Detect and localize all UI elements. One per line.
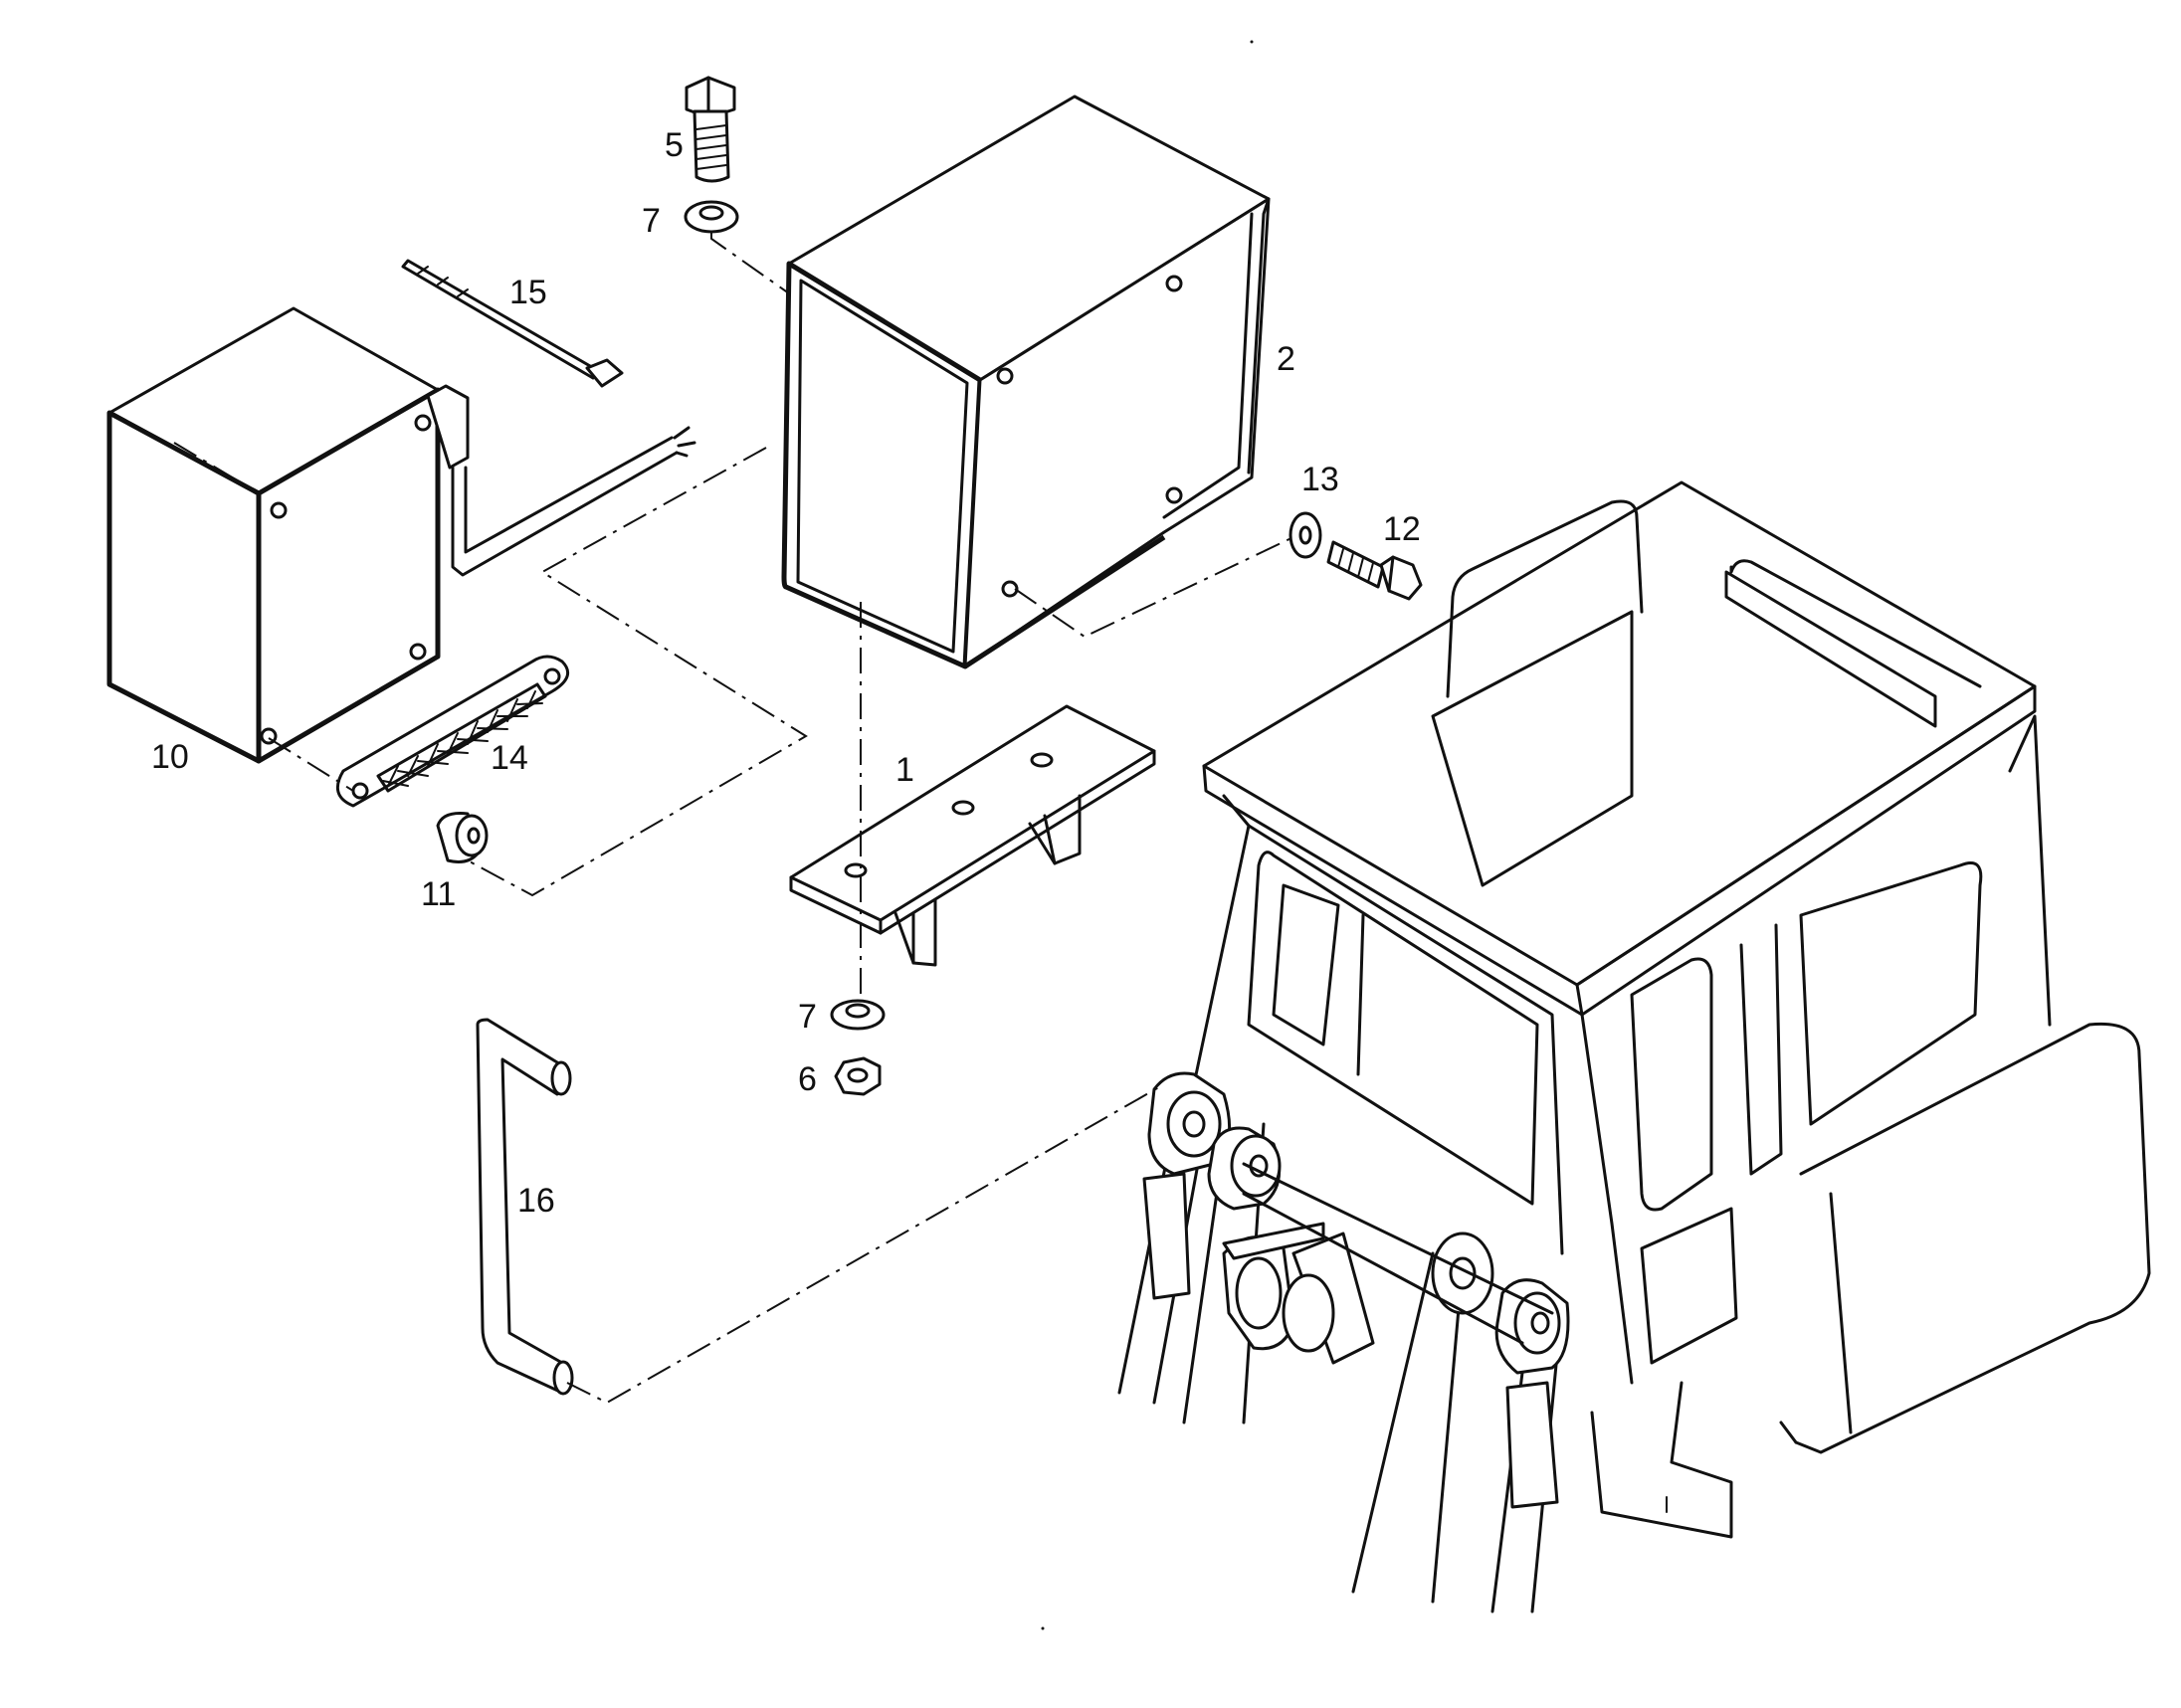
callout-7-bottom: 7 bbox=[798, 998, 817, 1036]
callout-7-top: 7 bbox=[642, 202, 661, 240]
callout-1: 1 bbox=[895, 751, 914, 789]
part-11-rubber-bush bbox=[436, 812, 489, 863]
part-5-bolt bbox=[685, 76, 736, 183]
callout-12: 12 bbox=[1383, 510, 1421, 548]
callout-14: 14 bbox=[491, 739, 528, 777]
assembly-lines bbox=[173, 231, 1294, 1405]
callout-2: 2 bbox=[1277, 340, 1295, 378]
part-7-washer-bottom bbox=[830, 999, 886, 1031]
part-16-handle bbox=[476, 1018, 574, 1396]
callout-15: 15 bbox=[509, 274, 547, 311]
callout-13: 13 bbox=[1301, 461, 1339, 498]
part-12-bolt bbox=[1326, 540, 1423, 601]
part-14-mesh-strap bbox=[335, 655, 570, 808]
callout-10: 10 bbox=[151, 738, 189, 776]
callout-16: 16 bbox=[517, 1182, 555, 1220]
part-2-battery-cover bbox=[781, 95, 1271, 669]
part-1-bracket bbox=[789, 704, 1156, 967]
part-7-washer-top bbox=[684, 200, 739, 234]
callout-5: 5 bbox=[665, 126, 684, 164]
part-10-control-box bbox=[106, 306, 696, 764]
callout-11: 11 bbox=[421, 875, 456, 913]
part-6-nut bbox=[834, 1056, 882, 1096]
tractor-cab bbox=[1117, 480, 2151, 1613]
part-13-washer bbox=[1289, 511, 1322, 559]
callout-labels: 5 7 15 2 13 12 10 14 1 11 7 6 16 bbox=[151, 126, 1421, 1220]
part-15-cable-tie bbox=[401, 259, 624, 388]
callout-6: 6 bbox=[798, 1060, 817, 1098]
